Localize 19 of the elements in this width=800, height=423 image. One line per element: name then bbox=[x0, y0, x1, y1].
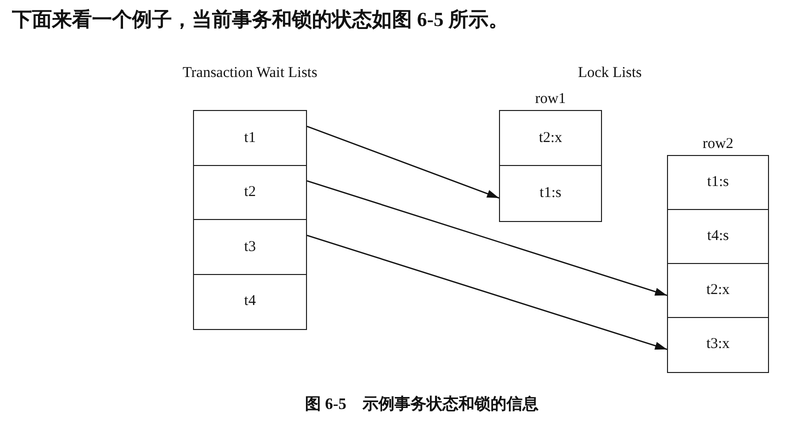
list-heading: Transaction Wait Lists bbox=[182, 64, 318, 83]
list-cell: t3 bbox=[193, 219, 307, 275]
list-cell: t2:x bbox=[499, 110, 602, 166]
list-heading: row1 bbox=[534, 90, 567, 108]
list-cell: t3:x bbox=[667, 317, 769, 372]
list-cell: t1:s bbox=[499, 165, 602, 222]
arrow bbox=[306, 126, 500, 199]
arrow bbox=[306, 234, 668, 350]
list-cell: t2:x bbox=[667, 263, 769, 318]
list-heading: row2 bbox=[702, 135, 734, 153]
figure-caption: 图 6-5 示例事务状态和锁的信息 bbox=[305, 394, 538, 415]
list-cell: t1 bbox=[193, 110, 307, 166]
list-cell: t4 bbox=[193, 274, 307, 330]
list-cell: t4:s bbox=[667, 209, 769, 264]
intro-text: 下面来看一个例子，当前事务和锁的状态如图 6-5 所示。 bbox=[12, 8, 509, 33]
list-cell: t2 bbox=[193, 164, 307, 220]
arrow bbox=[306, 180, 668, 296]
section-heading: Lock Lists bbox=[578, 65, 642, 82]
list-cell: t1:s bbox=[667, 155, 769, 210]
